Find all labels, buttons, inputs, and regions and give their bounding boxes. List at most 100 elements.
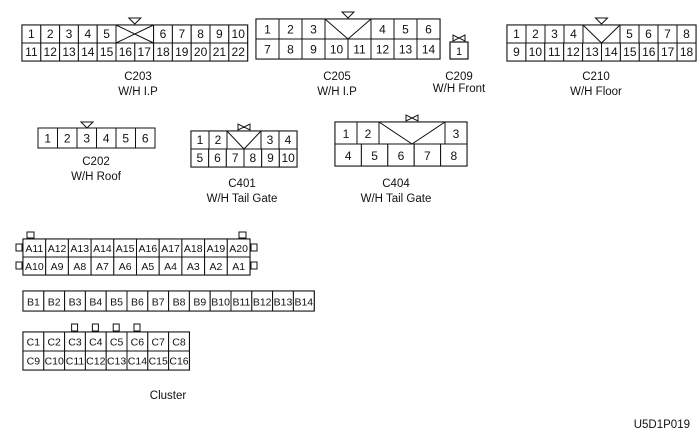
cluster-a-pin-label: A3 (187, 261, 200, 273)
c203-pin-label: 8 (197, 27, 204, 41)
c210-pin-label: 3 (551, 27, 558, 41)
c401-pin-label: 3 (267, 133, 274, 147)
c203-pin-label: 3 (66, 27, 73, 41)
c202-pin-label: 6 (142, 131, 149, 145)
c210-pin-label: 16 (642, 45, 656, 59)
c205-pin-label: 2 (287, 22, 294, 36)
cluster-a-side-lock (15, 261, 23, 270)
cluster-c-cell (168, 350, 190, 371)
cluster-b-pin-label: B12 (253, 296, 272, 308)
c210-latch-icon (594, 17, 609, 25)
c210-cell (676, 42, 697, 62)
c203-pin-label: 11 (25, 45, 38, 59)
c205-pin-label: 6 (425, 22, 432, 36)
c210-pin-label: 10 (529, 45, 543, 59)
c203-latch-icon (127, 17, 143, 25)
c401-pin-label: 9 (267, 151, 274, 165)
c205-pin-label: 8 (287, 42, 294, 56)
cluster-c-pin-label: C1 (27, 337, 41, 349)
c202-pin-label: 3 (83, 131, 90, 145)
c202-latch-icon (79, 121, 95, 129)
c205-id-label: C205 (323, 71, 351, 83)
c203-pin-label: 14 (81, 45, 95, 59)
cluster-b-pin-label: B11 (232, 296, 250, 308)
c203-pin-label: 5 (103, 27, 110, 41)
c202-harness-label: W/H Roof (71, 171, 122, 183)
c210-pin-label: 12 (566, 45, 580, 59)
cluster-a-pin-label: A12 (48, 243, 67, 255)
cluster-b-pin-label: B1 (27, 296, 40, 308)
c202-pin-label: 2 (64, 131, 71, 145)
cluster-a-side-lock (15, 243, 23, 252)
c404-latch-icon (405, 114, 419, 122)
cluster-a-side-lock (250, 261, 258, 270)
cluster-a-top-lock (26, 231, 35, 239)
c209-housing (449, 41, 469, 60)
cluster-a-pin-label: A7 (96, 261, 109, 273)
cluster-b-pin-label: B9 (193, 296, 206, 308)
c401-harness-label: W/H Tail Gate (207, 193, 278, 205)
cluster-a-pin-label: A20 (229, 243, 248, 255)
cluster-a-pin-label: A18 (184, 243, 203, 255)
c401-pin-label: 7 (232, 151, 239, 165)
cluster-c-pin-label: C11 (66, 356, 85, 368)
c210-pin-label: 1 (513, 27, 520, 41)
c210-pin-label: 2 (532, 27, 539, 41)
cluster-b-pin-label: B6 (131, 296, 144, 308)
c401-pin-label: 2 (215, 133, 222, 147)
cluster-a-side-lock (250, 243, 258, 252)
cluster-c-pin-label: C9 (27, 356, 41, 368)
c205-harness-label: W/H I.P (317, 86, 357, 98)
cluster-a-pin-label: A16 (139, 243, 158, 255)
cluster-a-pin-label: A8 (73, 261, 86, 273)
c203-pin-label: 22 (232, 45, 246, 59)
cluster-c-lock-tab (71, 323, 79, 332)
c203-key-x (115, 24, 154, 44)
c210-pin-label: 17 (661, 45, 675, 59)
c203-pin-label: 21 (213, 45, 227, 59)
cluster-b-pin-label: B13 (274, 296, 293, 308)
cluster-c-lock-tab (112, 323, 120, 332)
cluster-c-pin-label: C14 (128, 356, 147, 368)
c203-pin-label: 2 (47, 27, 54, 41)
cluster-a-pin-label: A6 (119, 261, 132, 273)
cluster-b-pin-label: B14 (294, 296, 313, 308)
cluster-b-pin-label: B7 (152, 296, 165, 308)
c404-pin-label: 7 (424, 149, 431, 163)
c202-pin-label: 5 (122, 131, 129, 145)
c205-pin-label: 14 (422, 42, 436, 56)
c205-pin-label: 3 (310, 22, 317, 36)
figure-code: U5D1P019 (634, 419, 690, 431)
cluster-a-pin-label: A13 (70, 243, 89, 255)
c203-pin-label: 13 (62, 45, 76, 59)
cluster-c-pin-label: C6 (131, 337, 145, 349)
c209-pin-label: 1 (456, 46, 462, 58)
c205-pin-label: 11 (353, 42, 366, 56)
c401-cell (278, 148, 298, 168)
cluster-c-pin-label: C7 (151, 337, 165, 349)
c210-pin-label: 4 (570, 27, 577, 41)
c401-pin-label: 10 (281, 151, 295, 165)
cluster-b-cell (292, 290, 315, 312)
cluster-c-pin-label: C2 (47, 337, 61, 349)
c202-pin-label: 4 (103, 131, 110, 145)
c203-cell (228, 42, 249, 62)
c203-pin-label: 16 (119, 45, 133, 59)
c404-pin-label: 2 (365, 127, 372, 141)
c404-harness-label: W/H Tail Gate (361, 193, 432, 205)
cluster-c-pin-label: C3 (68, 337, 82, 349)
c205-pin-label: 10 (330, 42, 344, 56)
c210-pin-label: 5 (626, 27, 633, 41)
c401-id-label: C401 (228, 178, 256, 190)
cluster-b-pin-label: B4 (89, 296, 102, 308)
cluster-a-pin-label: A5 (141, 261, 154, 273)
c404-pin-label: 8 (450, 149, 457, 163)
c205-pin-label: 12 (376, 42, 390, 56)
c205-cell (416, 38, 441, 60)
c205-pin-label: 4 (379, 22, 386, 36)
c203-pin-label: 15 (100, 45, 114, 59)
c210-pin-label: 6 (645, 27, 652, 41)
c203-pin-label: 17 (138, 45, 152, 59)
c401-pin-label: 5 (196, 151, 203, 165)
